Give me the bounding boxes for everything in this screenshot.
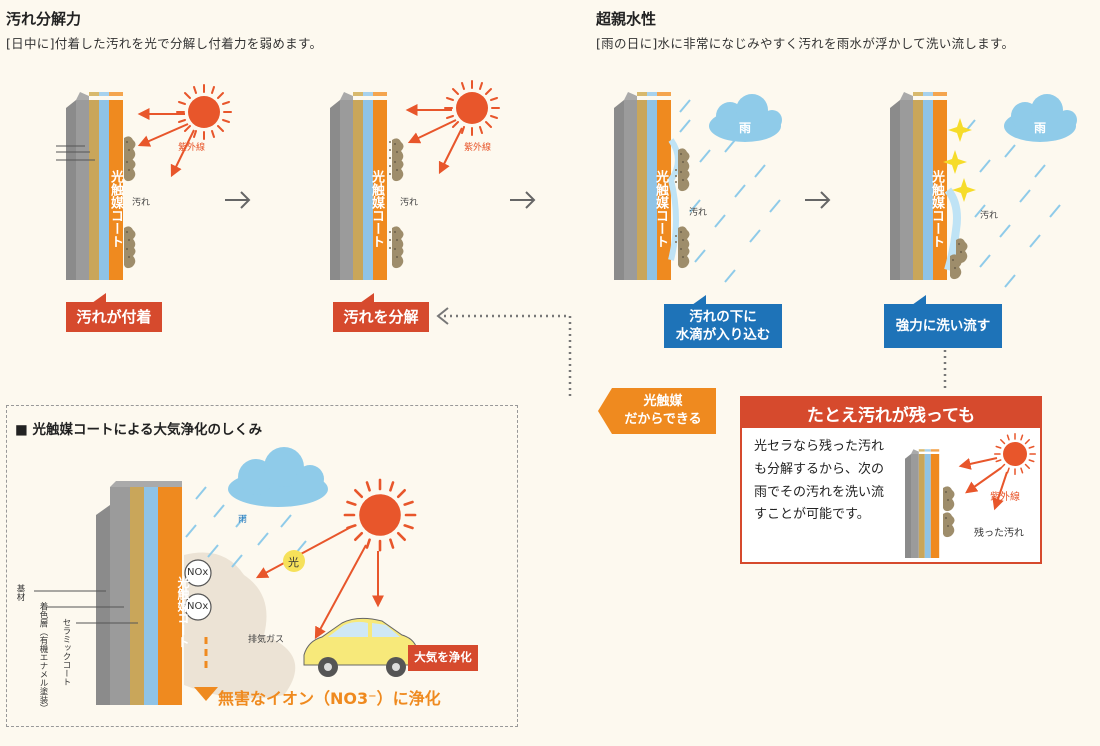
sun-icon [444,80,500,136]
callout-illustration [905,433,1036,558]
sparkle-icon [943,118,976,202]
layer-label-color: 着色層（有機エナメル塗装） [38,602,48,713]
left-section-title: 汚れ分解力 [6,10,82,28]
callout-uv-label: 紫外線 [990,492,1020,503]
coat-label: 光触媒コート [108,170,123,248]
dirt-label: 汚れ [132,198,151,208]
callout-box: たとえ汚れが残っても 光セラなら残った汚れも分解するから、次の雨でその汚れを洗い… [740,396,1042,564]
light-circle [283,550,305,572]
step-tag-water-enters: 汚れの下に 水滴が入り込む [664,304,782,348]
layer-label-ceramic: セラミックコート [61,618,71,686]
step-tag-decompose: 汚れを分解 [333,302,429,332]
coat-label: 光触媒コート [176,576,190,648]
left-section-subtitle: [日中に]付着した汚れを光で分解し付着力を弱めます。 [6,36,323,51]
nox-circle [184,593,212,621]
dotted-connector [442,314,947,400]
dirt-label: 汚れ [400,198,419,208]
right-section-subtitle: [雨の日に]水に非常になじみやすく汚れを雨水が浮かして洗い流します。 [596,36,1015,51]
callout-remaining-label: 残った汚れ [974,528,1024,539]
step2-illustration [330,80,500,280]
callout-body: 光セラなら残った汚れも分解するから、次の雨でその汚れを洗い流すことが可能です。 [754,439,885,523]
layer-label-base: 基材 [15,584,25,601]
callout-title: たとえ汚れが残っても [742,398,1040,428]
photo-badge-shape [598,388,716,434]
rain-label: 雨 [739,121,752,135]
cloud-icon [1004,94,1077,142]
nox-circle [184,559,212,587]
step3-illustration [614,92,782,283]
cloud-icon [228,447,328,507]
coat-label: 光触媒コート [369,170,384,248]
process-diagram [56,80,1077,400]
step-arrows [225,191,831,209]
coat-label: 光触媒コート [929,170,944,248]
uv-label: 紫外線 [178,143,206,153]
result-text: 無害なイオン（NO3⁻）に浄化 [218,689,441,708]
nox-label: NOx [187,601,209,612]
cloud-icon [709,94,782,142]
step-tag-adhere: 汚れが付着 [66,302,162,332]
step-tag-wash-away: 強力に洗い流す [884,304,1002,348]
exhaust-label: 排気ガス [248,635,285,645]
step4-illustration [890,92,1077,288]
air-purify-illustration [34,447,419,705]
rain-label: 雨 [1034,121,1047,135]
purify-badge: 大気を浄化 [408,645,478,671]
step1-illustration [56,84,232,280]
dirt-label: 汚れ [689,208,708,218]
dirt-label: 汚れ [980,211,999,221]
nox-label: NOx [187,567,209,578]
sun-icon [176,84,232,140]
air-rain-label: 雨 [238,515,248,525]
light-label: 光 [288,556,299,569]
air-panel-title: ■ 光触媒コートによる大気浄化のしくみ [15,422,263,438]
coat-label: 光触媒コート [653,170,668,248]
uv-label: 紫外線 [464,143,492,153]
photo-badge: 光触媒 だからできる [624,394,702,427]
right-section-title: 超親水性 [596,10,657,28]
